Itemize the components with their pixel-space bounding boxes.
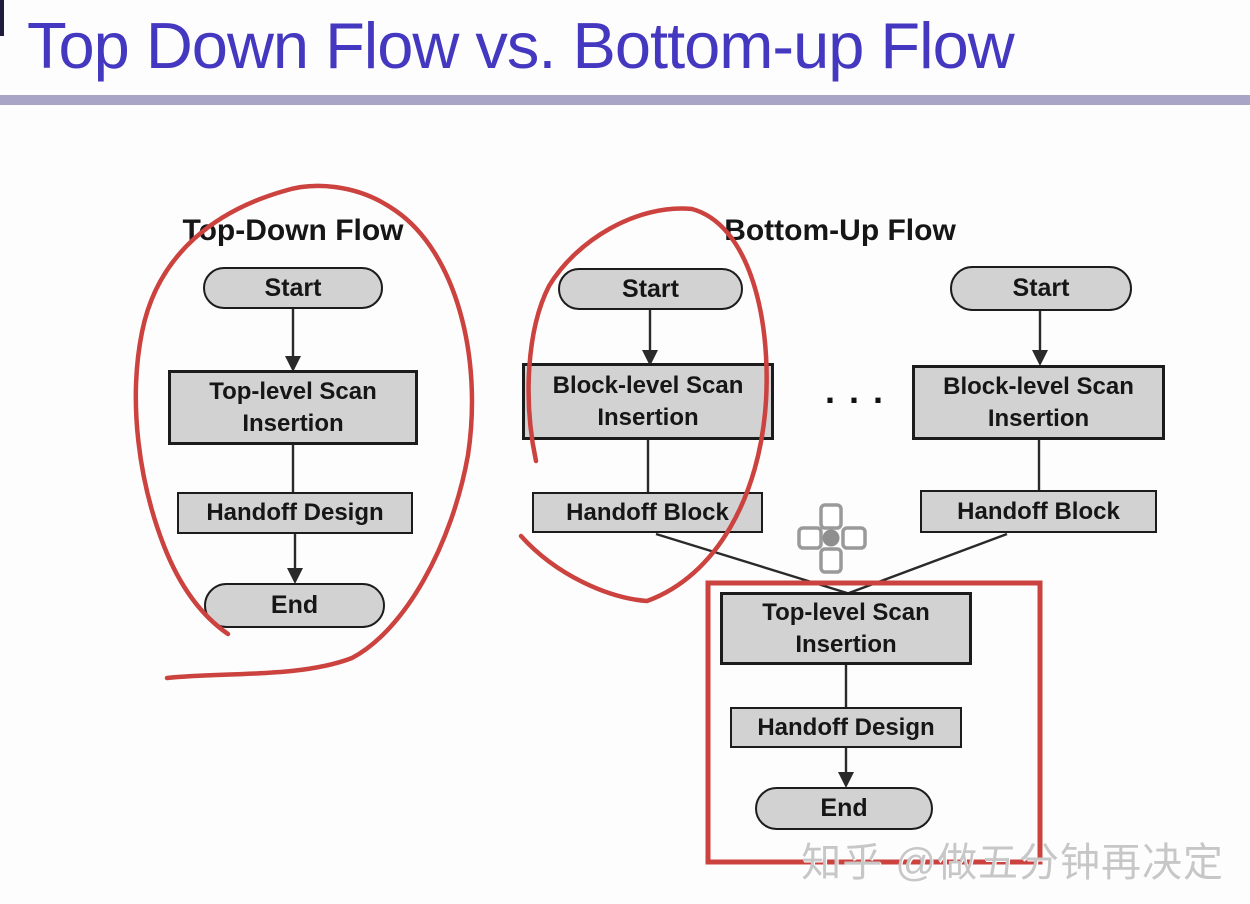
arrowhead-bu2-start-scan — [1032, 350, 1048, 366]
bu1-block-level-scan-node: Block-level Scan Insertion — [522, 363, 774, 440]
td-start-node: Start — [203, 267, 383, 309]
bottom-up-flow-heading: Bottom-Up Flow — [724, 214, 956, 247]
td-end-node: End — [204, 583, 385, 628]
bu2-handoff-block-node: Handoff Block — [920, 490, 1157, 533]
corner-mark — [0, 0, 4, 36]
title-underline-rule — [0, 95, 1250, 105]
arrowhead-td-handoff-end — [287, 568, 303, 584]
arrowhead-merged-handoff-end — [838, 772, 854, 788]
merged-top-level-scan-node: Top-level Scan Insertion — [720, 592, 972, 665]
line-bu2-handoff-merge — [848, 532, 1008, 595]
bu1-start-node: Start — [558, 268, 743, 310]
bu2-start-node: Start — [950, 266, 1132, 311]
watermark-text: 知乎 @做五分钟再决定 — [801, 841, 1224, 885]
top-down-flow-heading: Top-Down Flow — [182, 214, 404, 247]
td-handoff-design-node: Handoff Design — [177, 492, 413, 534]
bu2-block-level-scan-node: Block-level Scan Insertion — [912, 365, 1165, 440]
merged-handoff-design-node: Handoff Design — [730, 707, 962, 748]
branch-ellipsis: . . . — [824, 370, 885, 411]
td-top-level-scan-node: Top-level Scan Insertion — [168, 370, 418, 445]
bu1-handoff-block-node: Handoff Block — [532, 492, 763, 533]
merged-end-node: End — [755, 787, 933, 830]
page-title: Top Down Flow vs. Bottom-up Flow — [27, 9, 1015, 82]
line-bu1-handoff-merge — [655, 532, 848, 595]
